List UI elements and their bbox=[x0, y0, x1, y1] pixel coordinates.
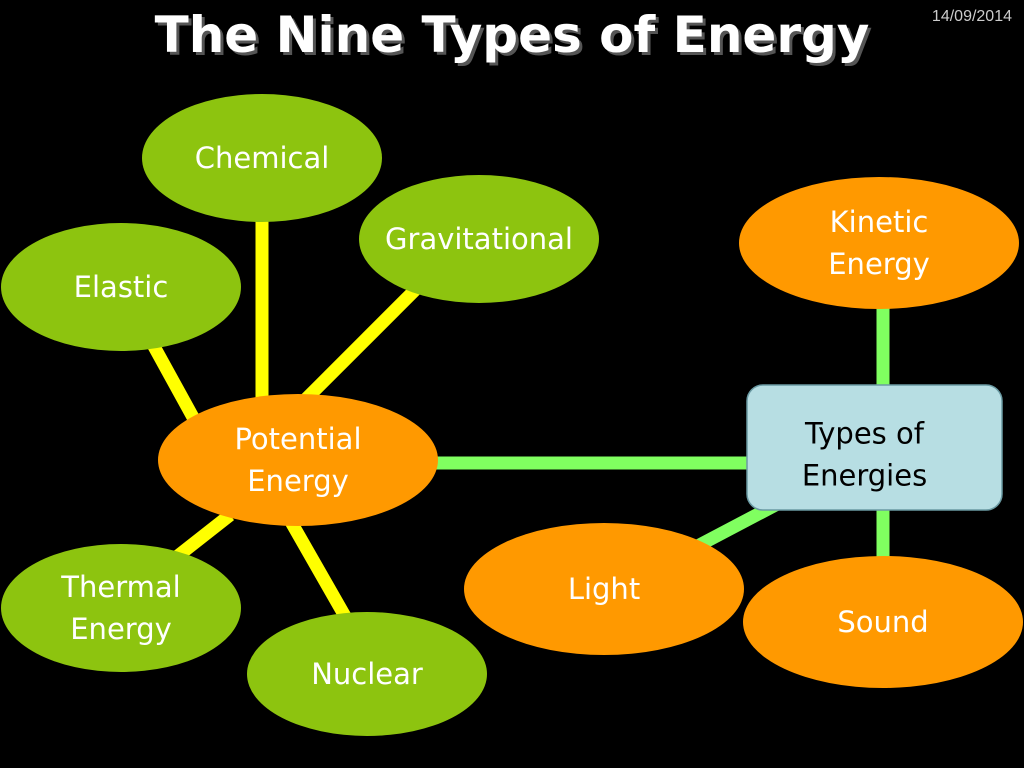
node-thermal-shape bbox=[1, 544, 241, 672]
node-potential-shape bbox=[158, 394, 438, 526]
node-chemical: Chemical bbox=[142, 94, 382, 222]
node-light-shape bbox=[464, 523, 744, 655]
node-thermal-label-line-1: Energy bbox=[70, 612, 172, 646]
node-gravitational: Gravitational bbox=[359, 175, 599, 303]
node-sound-shape bbox=[743, 556, 1023, 688]
node-light: Light bbox=[464, 523, 744, 655]
node-chemical-label-line-0: Chemical bbox=[195, 141, 330, 175]
node-nuclear-shape bbox=[247, 612, 487, 736]
node-kinetic-label-line-0: Kinetic bbox=[830, 205, 929, 239]
node-elastic: Elastic bbox=[1, 223, 241, 351]
node-hub: Types of Energies bbox=[746, 384, 1003, 511]
connector-potential-nuclear bbox=[284, 516, 356, 629]
node-hub-label-line-1: Energies bbox=[802, 459, 927, 493]
node-light-label-line-0: Light bbox=[568, 572, 640, 606]
node-nuclear-label-line-0: Nuclear bbox=[311, 657, 423, 691]
slide-title: The Nine Types of Energy bbox=[154, 6, 870, 64]
node-kinetic-shape bbox=[739, 177, 1019, 309]
node-chemical-shape bbox=[142, 94, 382, 222]
node-sound: Sound bbox=[743, 556, 1023, 688]
node-elastic-label-line-0: Elastic bbox=[74, 270, 169, 304]
node-kinetic-label-line-1: Energy bbox=[828, 247, 930, 281]
node-gravitational-label-line-0: Gravitational bbox=[385, 222, 573, 256]
node-sound-label-line-0: Sound bbox=[837, 605, 928, 639]
node-potential-label-line-0: Potential bbox=[234, 422, 361, 456]
node-layer: Types ofEnergiesPotentialEnergyChemicalG… bbox=[1, 94, 1023, 736]
node-nuclear: Nuclear bbox=[247, 612, 487, 736]
node-elastic-shape bbox=[1, 223, 241, 351]
node-gravitational-shape bbox=[359, 175, 599, 303]
node-thermal-label-line-0: Thermal bbox=[60, 570, 180, 604]
node-hub-label-line-0: Types of bbox=[804, 417, 925, 451]
slide-date: 14/09/2014 bbox=[931, 8, 1012, 25]
node-potential-label-line-1: Energy bbox=[247, 464, 349, 498]
node-hub-shape bbox=[746, 384, 1003, 511]
connector-potential-gravitational bbox=[295, 280, 425, 410]
